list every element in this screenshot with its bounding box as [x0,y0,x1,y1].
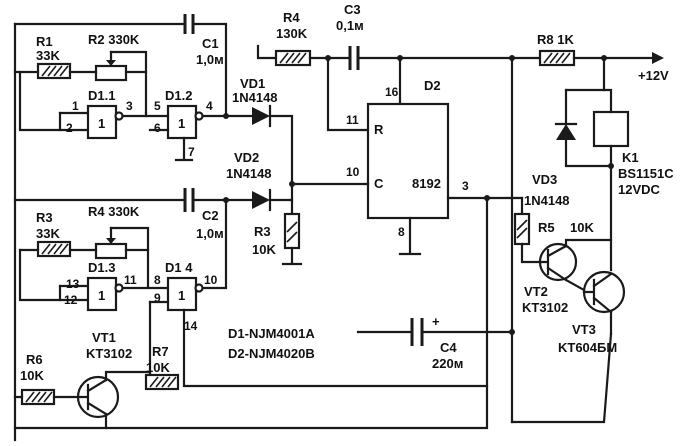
r3b-value: 33K [36,226,60,241]
r4-name: R4 [283,10,300,25]
pin-3: 3 [126,99,133,113]
vd2-type: 1N4148 [226,166,272,181]
c4-polarity: + [432,314,440,329]
r6-value: 10K [20,368,44,383]
svg-text:1: 1 [98,116,105,131]
d2-pin-3: 3 [462,179,469,193]
chips-line-1: D1-NJM4001A [228,326,315,341]
vt1-name: VT1 [92,330,116,345]
vt1-type: KT3102 [86,346,132,361]
d2-pin-c: C [374,176,384,191]
d2-block: R4 130K C3 0,1м D2 16 11 R 10 C 8192 3 8 [13,2,542,430]
k1-relay-coil [592,110,630,148]
chips-line-2: D2-NJM4020B [228,346,315,361]
d2-pin-16: 16 [385,85,399,99]
vt3-name: VT3 [572,322,596,337]
svg-text:1: 1 [178,116,185,131]
vd3-type: 1N4148 [524,193,570,208]
vd1-name: VD1 [240,76,265,91]
pin-8: 8 [154,273,161,287]
lower-timer-block: VD2 1N4148 C2 1,0м R3 33K R4 330K 1 D1.3… [13,150,489,388]
c3-value: 0,1м [336,18,364,33]
vd2-name: VD2 [234,150,259,165]
d1-1-gate [86,104,118,140]
d1-1-label: D1.1 [88,88,115,103]
c1-name: C1 [202,36,219,51]
c4-name: C4 [440,340,457,355]
r3-value: 10K [252,242,276,257]
c3-name: C3 [344,2,361,17]
r3b-name: R3 [36,210,53,225]
upper-timer-block: R1 33K R2 330K 1 D1.1 1 2 3 1 D1.2 5 6 4… [13,14,294,442]
r4b-label: R4 330K [88,204,140,219]
d1-4-gate [166,276,198,312]
pin-5: 5 [154,99,161,113]
pin-10: 10 [204,273,218,287]
svg-text:1: 1 [178,288,185,303]
d1-3-gate [86,276,118,312]
k1-voltage: 12VDC [618,182,661,197]
pin-14: 14 [184,319,198,333]
d2-pin-8: 8 [398,225,405,239]
c4-value: 220м [432,356,463,371]
d1-2-gate [166,104,198,140]
vd3-name: VD3 [532,172,557,187]
r4-value: 130K [276,26,308,41]
r4-potentiometer [94,242,128,260]
d2-pin-10: 10 [346,165,360,179]
r1-value: 33K [36,48,60,63]
d2-pin-r: R [374,122,384,137]
svg-text:1: 1 [98,288,105,303]
r2-label: R2 330K [88,32,140,47]
r6-name: R6 [26,352,43,367]
d2-name: D2 [424,78,441,93]
pin-11: 11 [124,273,137,287]
supply-label: +12V [638,68,669,83]
relay-output-block: R8 1K +12V K1 BS1151C 12VDC VD3 1N4148 R… [509,32,674,424]
c2-value: 1,0м [196,226,224,241]
d1-2-label: D1.2 [165,88,192,103]
vt2-name: VT2 [524,284,548,299]
r5-name: R5 [538,220,555,235]
pin-6: 6 [154,121,161,135]
r2-potentiometer [94,64,128,82]
k1-type: BS1151C [618,166,674,181]
vt1-block: R6 10K VT1 KT3102 R7 10K [13,330,180,430]
pin-13: 13 [66,277,80,291]
notes-block: D1-NJM4001A D2-NJM4020B + C4 220м [228,314,613,424]
r7-name: R7 [152,344,169,359]
vt2-type: KT3102 [522,300,568,315]
d1-4-label: D1 4 [165,260,193,275]
pin-1: 1 [72,99,79,113]
vt3-type: KT604БМ [558,340,617,355]
r5-value: 10K [570,220,594,235]
r7-value: 10K [146,360,170,375]
d2-chip-number: 8192 [412,176,441,191]
r3-name: R3 [254,224,271,239]
pin-7: 7 [188,145,195,159]
c2-name: C2 [202,208,219,223]
pin-9: 9 [154,291,161,305]
pin-12: 12 [64,293,78,307]
c1-value: 1,0м [196,52,224,67]
pin-2: 2 [66,121,73,135]
pin-4: 4 [206,99,213,113]
d1-3-label: D1.3 [88,260,115,275]
vd1-type: 1N4148 [232,90,278,105]
r1-name: R1 [36,34,53,49]
d2-chip [366,102,450,220]
r8-label: R8 1K [537,32,574,47]
d2-pin-11: 11 [346,113,359,127]
k1-name: K1 [622,150,639,165]
